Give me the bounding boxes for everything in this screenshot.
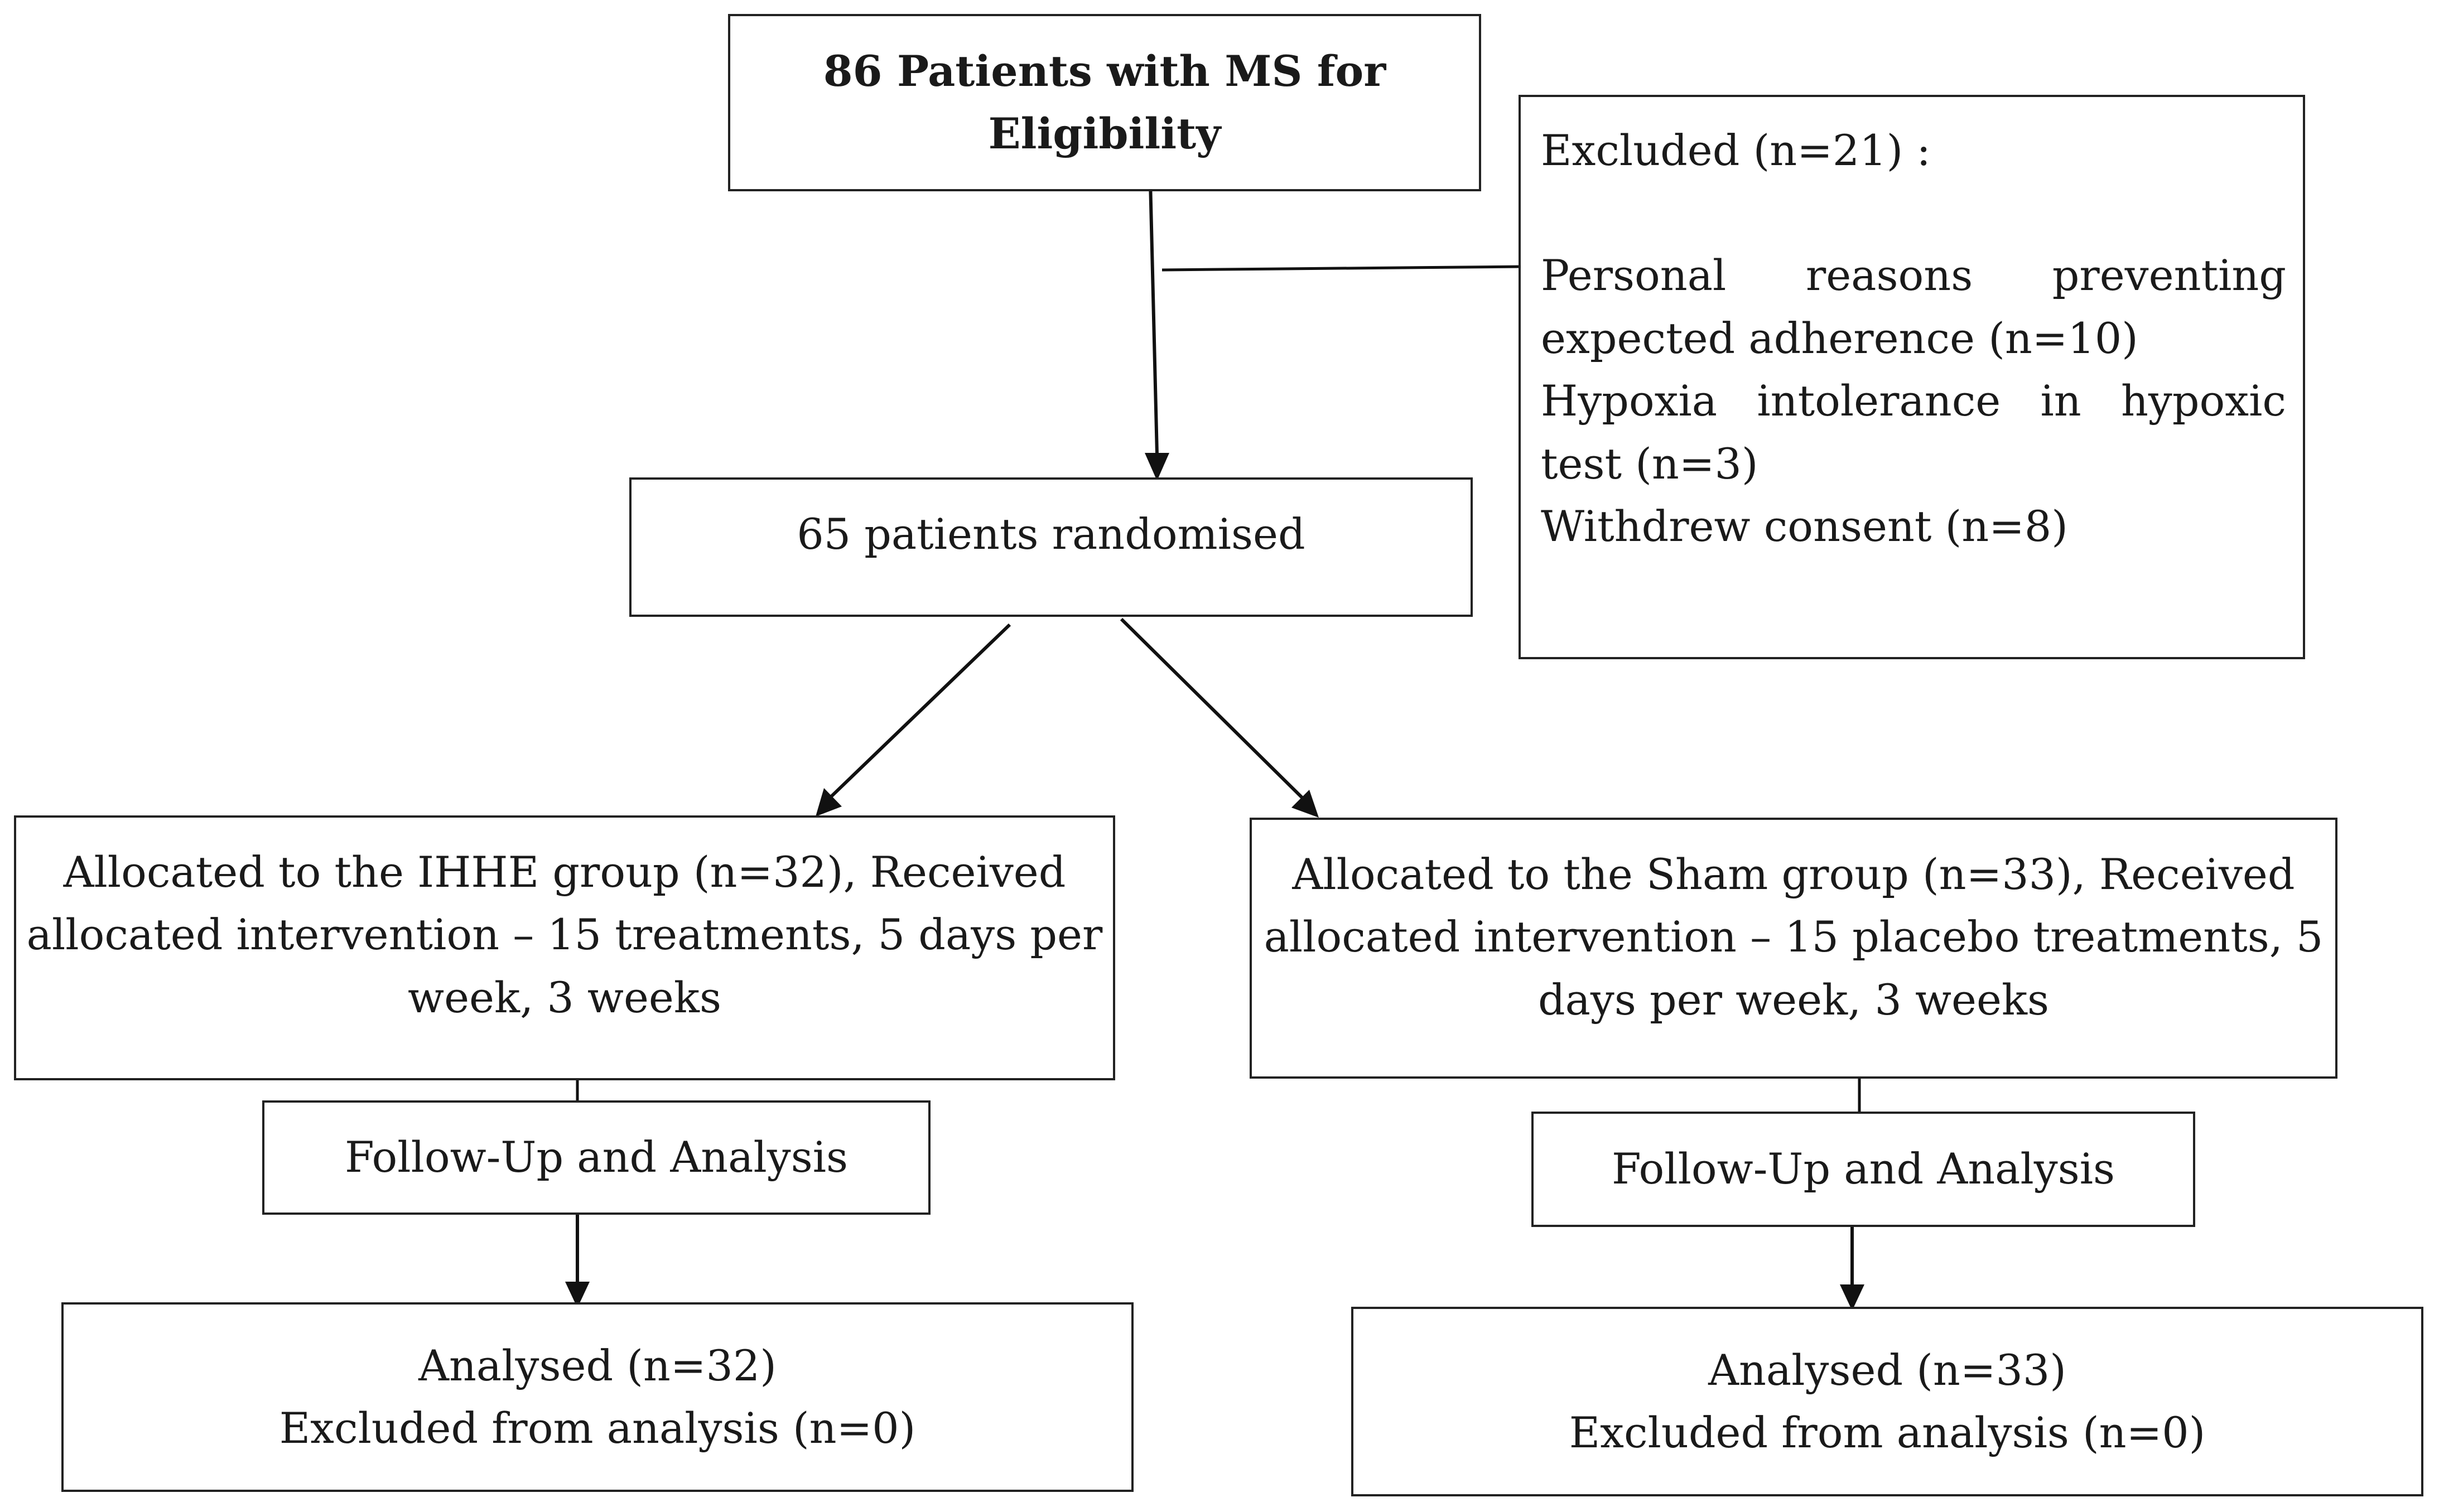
- arrow-randomised-to-sham: [1120, 617, 1305, 800]
- ihhe-allocation-line3: week, 3 weeks: [408, 972, 721, 1022]
- sham-allocation-line2: allocated intervention – 15 placebo trea…: [1264, 912, 2324, 962]
- sham-allocation-box: Allocated to the Sham group (n=33), Rece…: [1250, 818, 2337, 1079]
- sham-analysed-label: Analysed (n=33): [1708, 1345, 2066, 1395]
- ihhe-allocation-line2: allocated intervention – 15 treatments, …: [26, 910, 1103, 960]
- sham-excluded-label: Excluded from analysis (n=0): [1569, 1408, 2206, 1457]
- sham-followup-label: Follow-Up and Analysis: [1611, 1144, 2115, 1194]
- ihhe-excluded-label: Excluded from analysis (n=0): [279, 1403, 916, 1453]
- arrow-randomised-to-ihhe: [828, 623, 1011, 799]
- ihhe-analysed-box: Analysed (n=32) Excluded from analysis (…: [61, 1302, 1134, 1492]
- connector-to-exclusion: [1161, 265, 1524, 272]
- enrollment-line2: Eligibility: [988, 109, 1221, 158]
- sham-analysed-box: Analysed (n=33) Excluded from analysis (…: [1351, 1307, 2423, 1496]
- arrowhead-randomised: [1145, 453, 1169, 481]
- sham-followup-box: Follow-Up and Analysis: [1531, 1112, 2195, 1227]
- enrollment-line1: 86 Patients with MS for: [823, 46, 1386, 96]
- ihhe-allocation-line1: Allocated to the IHHE group (n=32), Rece…: [63, 847, 1066, 897]
- exclusion-item: Withdrew consent (n=8): [1541, 501, 2068, 552]
- arrow-enrollment-to-randomised: [1149, 181, 1159, 455]
- ihhe-followup-box: Follow-Up and Analysis: [262, 1100, 931, 1215]
- randomised-box: 65 patients randomised: [629, 477, 1473, 617]
- ihhe-followup-label: Follow-Up and Analysis: [344, 1132, 849, 1182]
- ihhe-analysed-label: Analysed (n=32): [418, 1340, 777, 1390]
- enrollment-box: 86 Patients with MS for Eligibility: [728, 14, 1481, 191]
- exclusion-title: Excluded (n=21) :: [1541, 125, 1931, 175]
- arrowhead-ihhe-analysed: [565, 1282, 590, 1308]
- arrowhead-sham-analysed: [1840, 1284, 1864, 1311]
- randomised-label: 65 patients randomised: [797, 509, 1305, 559]
- exclusion-item: Personal reasons preventing expected adh…: [1541, 250, 2286, 363]
- sham-allocation-line1: Allocated to the Sham group (n=33), Rece…: [1292, 849, 2295, 899]
- ihhe-allocation-box: Allocated to the IHHE group (n=32), Rece…: [14, 815, 1115, 1080]
- arrowhead-ihhe: [816, 788, 842, 817]
- exclusion-box: Excluded (n=21) : Personal reasons preve…: [1519, 95, 2305, 659]
- exclusion-item: Hypoxia intolerance in hypoxic test (n=3…: [1541, 376, 2286, 489]
- sham-allocation-line3: days per week, 3 weeks: [1537, 974, 2050, 1025]
- arrowhead-sham: [1291, 790, 1319, 818]
